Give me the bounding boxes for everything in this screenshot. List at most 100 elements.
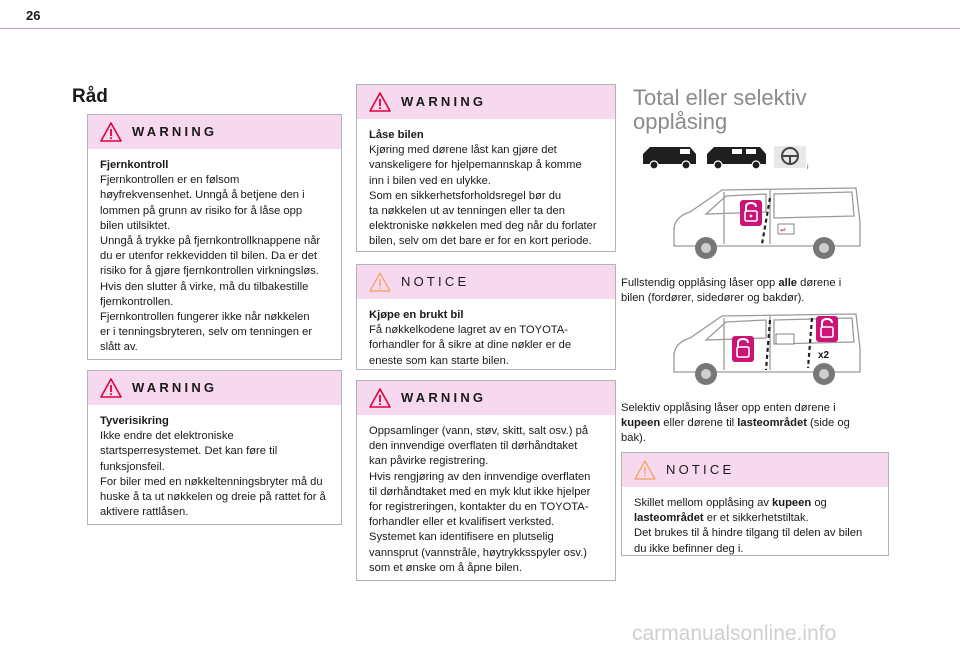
text-line: du ikke befinner deg i. [634, 542, 744, 555]
text-line: er i tenningsbryteren, selv om tenningen… [100, 326, 313, 339]
warning-body: Oppsamlinger (vann, støv, skitt, salt os… [357, 415, 615, 576]
zone-divider [760, 197, 772, 245]
keyfob-icon [775, 333, 795, 345]
full-unlocking-text-bold: alle [778, 277, 798, 289]
text-line: Hvis den slutter å virke, må du tilbakes… [100, 280, 309, 293]
text-part: Skillet mellom opplåsing av [634, 497, 773, 509]
notice-triangle-icon [634, 460, 656, 480]
text-line: Få nøkkelkodene lagret av en TOYOTA- [369, 324, 568, 337]
selective-unlocking-text: Selektiv opplåsing låser opp enten døren… [621, 401, 891, 447]
selective-unlocking-text-part: (side og [806, 417, 850, 430]
text-bold: kupeen [772, 497, 812, 509]
text-line: den innvendige overflaten til dørhåndtak… [369, 440, 578, 453]
text-bold: lasteområdet [634, 512, 704, 525]
warning-body: Tyverisikring Ikke endre det elektronisk… [88, 405, 341, 520]
notice-box-zones: NOTICE Skillet mellom opplåsing av kupee… [621, 452, 889, 556]
zone-divider [764, 319, 772, 371]
text-line: huske å ta ut nøkkelen og dreie på ratte… [100, 491, 326, 504]
warning-triangle-icon [100, 378, 122, 398]
text-line: aktivere rattlåsen. [100, 506, 189, 519]
topic-title: Total eller selektiv opplåsing [633, 86, 893, 134]
text-line: du er utenfor rekkevidden til bilen. Da … [100, 250, 318, 263]
svg-text:⇌: ⇌ [780, 227, 786, 234]
press-twice-label: x2 [818, 350, 830, 361]
notice-body: Skillet mellom opplåsing av kupeen og la… [622, 487, 888, 557]
notice-header: NOTICE [622, 453, 888, 487]
warning-header: WARNING [357, 85, 615, 119]
text-line: lommen på grunn av risiko for å låse opp [100, 204, 303, 217]
notice-label: NOTICE [666, 462, 735, 477]
warning-lead: Låse bilen [369, 129, 424, 141]
text-part: er et sikkerhetstiltak. [703, 512, 809, 525]
text-line: vanskeligere for hjelpemannskap å komme [369, 159, 582, 172]
text-line: elektroniske nøkkelen med deg når du for… [369, 220, 597, 233]
text-line: risiko for å gjøre fjernkontrollen virkn… [100, 265, 319, 278]
notice-triangle-icon [369, 272, 391, 292]
notice-box-used-car: NOTICE Kjøpe en brukt bil Få nøkkelkoden… [356, 264, 616, 370]
text-line: ta nøkkelen ut av tenningen eller ta den [369, 205, 565, 218]
warning-triangle-icon [369, 92, 391, 112]
warning-body: Låse bilen Kjøring med dørene låst kan g… [357, 119, 615, 250]
text-line: Unngå å trykke på fjernkontrollknappene … [100, 235, 321, 248]
watermark: carmanualsonline.info [632, 622, 837, 645]
section-title: Råd [72, 86, 108, 107]
warning-lead: Fjernkontroll [100, 159, 169, 171]
warning-box-handle: WARNING Oppsamlinger (vann, støv, skitt,… [356, 380, 616, 581]
text-line: Som en sikkerhetsforholdsregel bør du [369, 189, 562, 202]
warning-box-locking: WARNING Låse bilen Kjøring med dørene lå… [356, 84, 616, 252]
van-body-outline [673, 187, 861, 247]
text-line: Oppsamlinger (vann, støv, skitt, salt os… [369, 425, 589, 437]
text-line: forhandler for å sikre at dine nøkler er… [369, 339, 572, 352]
warning-label: WARNING [401, 390, 487, 405]
text-line: vannsprut (vannstråle, høytrykksspyler o… [369, 546, 588, 559]
steering-lock-icon: i [774, 146, 809, 171]
top-rule [0, 28, 960, 29]
van-long-icon [707, 147, 766, 170]
text-line: Skillet mellom opplåsing av kupeen og [634, 496, 876, 511]
van-short-icon [643, 147, 696, 170]
full-unlocking-text-part: Fullstendig opplåsing låser opp [621, 277, 779, 289]
text-line: Fjernkontrollen er en følsom [100, 174, 240, 187]
text-line: inn i bilen ved en ulykke. [369, 174, 491, 187]
text-line: Det brukes til å hindre tilgang til dele… [634, 527, 863, 540]
text-line: som et ønske om å åpne bilen. [369, 561, 522, 574]
text-line: Ikke endre det elektroniske [100, 430, 234, 443]
selective-unlocking-text-part: eller dørene til [660, 417, 738, 430]
notice-label: NOTICE [401, 274, 470, 289]
warning-header: WARNING [88, 371, 341, 405]
text-line: funksjonsfeil. [100, 460, 165, 473]
text-line: startsperresystemet. Det kan føre til [100, 445, 278, 458]
warning-box-immobiliser: WARNING Tyverisikring Ikke endre det ele… [87, 370, 342, 525]
warning-header: WARNING [357, 381, 615, 415]
warning-triangle-icon [100, 122, 122, 142]
text-line: fjernkontrollen. [100, 295, 174, 308]
full-unlocking-text: Fullstendig opplåsing låser opp alle dør… [621, 276, 891, 306]
full-unlocking-text-part: dørene i [797, 277, 842, 289]
zone-divider [806, 317, 814, 369]
text-line: for registreringen, kontakter du en TOYO… [369, 501, 589, 514]
notice-header: NOTICE [357, 265, 615, 299]
text-line: slått av. [100, 341, 138, 354]
notice-lead: Kjøpe en brukt bil [369, 309, 464, 321]
warning-lead: Tyverisikring [100, 415, 169, 427]
full-unlocking-text-part: bilen (fordører, sidedører og bakdør). [621, 292, 805, 305]
warning-header: WARNING [88, 115, 341, 149]
selective-unlocking-text-bold: kupeen [621, 417, 661, 430]
selective-unlocking-text-bold: lasteområdet [737, 417, 807, 430]
text-line: For biler med en nøkkeltenningsbryter må… [100, 475, 323, 488]
page-number: 26 [26, 8, 41, 23]
warning-body: Fjernkontroll Fjernkontrollen er en føls… [88, 149, 341, 356]
text-line: forhandler eller et kvalifisert verksted… [369, 516, 555, 529]
selective-unlocking-text-part: bak). [621, 432, 646, 445]
warning-label: WARNING [132, 380, 218, 395]
full-unlocking-figure: ⇌ [673, 187, 861, 259]
vehicle-variant-icons: i [643, 146, 809, 171]
warning-triangle-icon [369, 388, 391, 408]
text-line: til dørhåndtaket med en myk klut ikke hj… [369, 485, 591, 498]
warning-label: WARNING [132, 124, 218, 139]
text-part: og [811, 497, 827, 509]
warning-box-remote: WARNING Fjernkontroll Fjernkontrollen er… [87, 114, 342, 360]
text-line: Fjernkontrollen fungerer ikke når nøkkel… [100, 311, 310, 324]
keyfob-icon [777, 223, 795, 235]
selective-unlocking-figure: x2 [673, 313, 861, 385]
